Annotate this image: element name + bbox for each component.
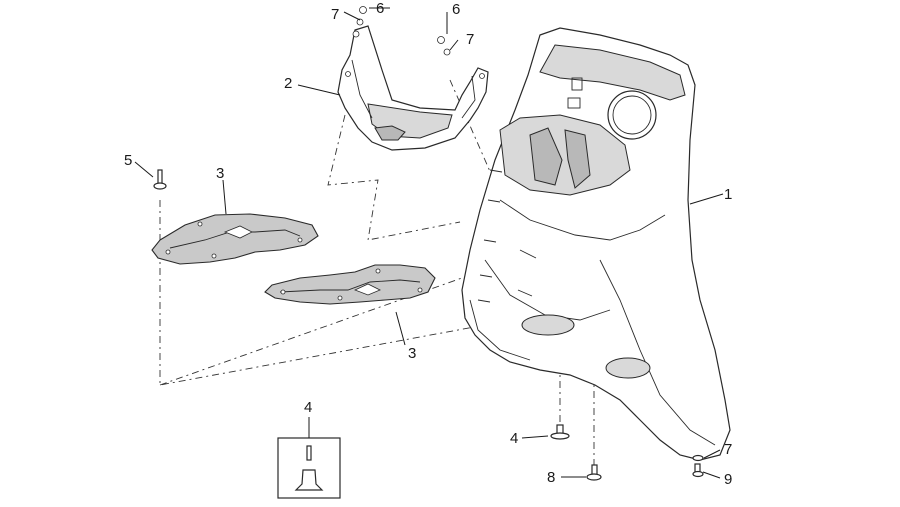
part-4-fastener-box [277, 437, 341, 499]
part-3-gasket-lower [264, 264, 436, 305]
label-7-bottom: 7 [724, 441, 732, 458]
callout-labels: 1 2 3 3 4 4 5 6 6 7 7 7 8 9 [124, 0, 732, 488]
label-6-left: 6 [376, 0, 384, 17]
part-7-9-screw-bottom [692, 454, 704, 478]
part-3-gasket-upper [151, 213, 319, 265]
part-8-screw [586, 464, 602, 481]
label-3-lower: 3 [408, 345, 416, 362]
part-4-clip [550, 424, 570, 440]
screw-6-top-left [356, 6, 451, 56]
label-6-right: 6 [452, 1, 460, 18]
label-2: 2 [284, 75, 292, 92]
label-4-box: 4 [304, 399, 312, 416]
label-5: 5 [124, 152, 132, 169]
part-5-screw [153, 169, 167, 190]
leader-lines [134, 7, 724, 479]
label-1: 1 [724, 186, 732, 203]
label-9: 9 [724, 471, 732, 488]
label-7-right: 7 [466, 31, 474, 48]
label-3-upper: 3 [216, 165, 224, 182]
part-1-front-shield [461, 27, 731, 461]
label-8: 8 [547, 469, 555, 486]
part-2-bracket [337, 25, 489, 151]
label-4-clip: 4 [510, 430, 518, 447]
label-7-left: 7 [331, 6, 339, 23]
